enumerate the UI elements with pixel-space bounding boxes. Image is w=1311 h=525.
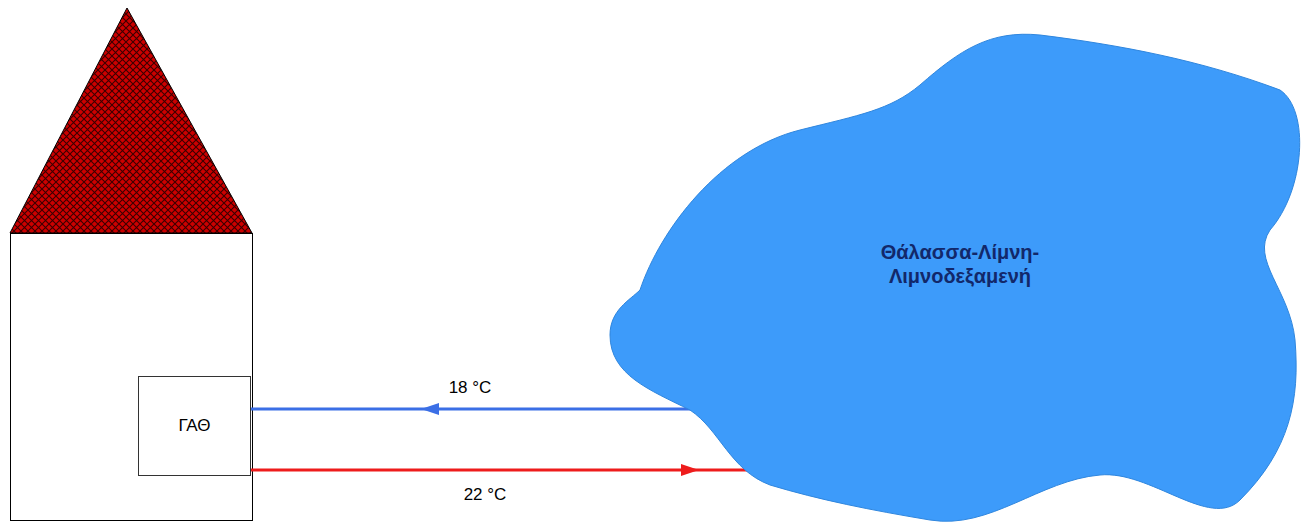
roof — [10, 8, 252, 233]
temperature-label: 22 °C — [462, 485, 509, 505]
house-wall — [11, 234, 253, 521]
heat-pump-box: ΓΑΘ — [138, 376, 251, 476]
water-shape — [610, 34, 1300, 521]
water-label: Θάλασσα-Λίμνη-Λιμνοδεξαμενή — [855, 240, 1065, 288]
unit-label: ΓΑΘ — [178, 416, 210, 436]
temperature-label: 18 °C — [447, 378, 494, 398]
water-body: Θάλασσα-Λίμνη-Λιμνοδεξαμενή — [605, 30, 1305, 525]
